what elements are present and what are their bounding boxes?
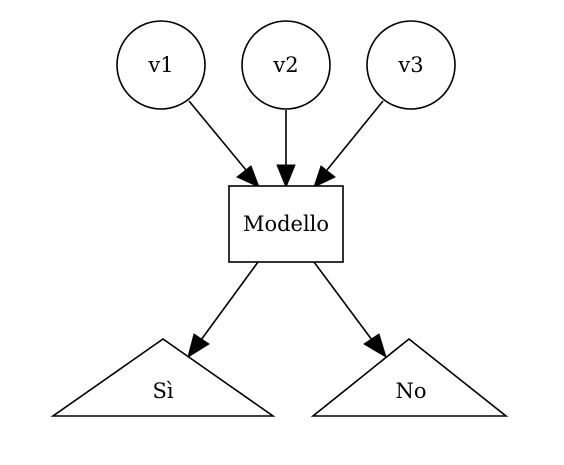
node-v1-circle: [116, 20, 206, 110]
arrow-head: [187, 333, 210, 359]
edge-v2-to-model: [276, 110, 296, 189]
node-v2-label: v2: [272, 53, 298, 77]
node-v2: v2: [241, 20, 331, 110]
edge-model-to-yes: [187, 261, 259, 359]
node-yes: Sì: [50, 338, 276, 417]
node-yes-label: Sì: [152, 379, 173, 403]
arrow-head: [363, 333, 387, 359]
node-no: No: [310, 337, 509, 417]
node-no-label: No: [395, 379, 426, 403]
arrow-head: [236, 165, 260, 188]
node-v1-label: v1: [147, 53, 173, 77]
node-model-box: [228, 185, 344, 263]
node-model: Modello: [228, 185, 344, 263]
edge-v3-to-model: [313, 100, 384, 188]
node-model-label: Modello: [243, 212, 329, 236]
arrow-head: [276, 164, 296, 189]
node-v3-label: v3: [397, 53, 423, 77]
node-yes-triangle: [50, 338, 276, 417]
edge-model-to-no: [313, 261, 387, 359]
node-v1: v1: [116, 20, 206, 110]
node-v2-circle: [241, 20, 331, 110]
edge-v1-to-model: [188, 100, 260, 188]
node-v3: v3: [366, 20, 456, 110]
node-v3-circle: [366, 20, 456, 110]
arrow-head: [313, 165, 336, 188]
node-no-triangle: [310, 337, 509, 417]
